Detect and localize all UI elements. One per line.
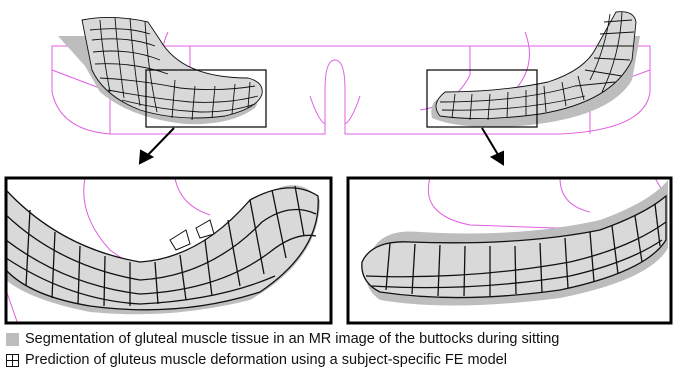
legend-segmentation-label: Segmentation of gluteal muscle tissue in… [25,331,559,347]
fe-mesh-figure [0,0,699,336]
right-zoom-panel [348,178,671,323]
gray-square-icon [6,333,19,346]
mesh-grid-icon [6,354,19,367]
arrow-down-icon [492,152,503,164]
left-zoom-panel [6,178,331,330]
overview-panel [52,12,650,134]
zoom-arrows [140,128,503,164]
legend-prediction: Prediction of gluteus muscle deformation… [6,352,507,368]
legend-segmentation: Segmentation of gluteal muscle tissue in… [6,331,559,347]
legend-prediction-label: Prediction of gluteus muscle deformation… [25,352,507,368]
left-fe-mesh [82,17,262,120]
